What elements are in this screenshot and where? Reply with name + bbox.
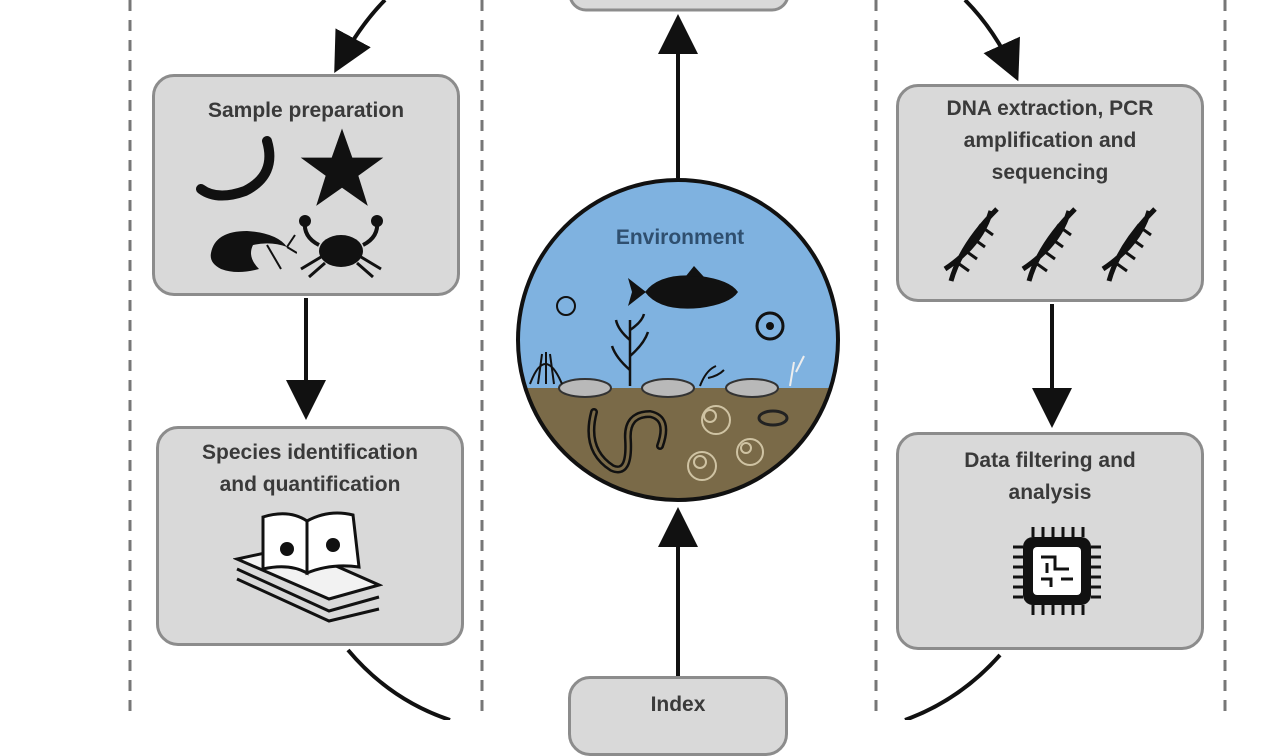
curved-connector bbox=[346, 648, 451, 720]
flow-diagram bbox=[128, 0, 1227, 720]
dna-icon bbox=[943, 207, 999, 282]
worm-icon bbox=[196, 136, 275, 201]
box-title: Sample preparation bbox=[207, 99, 405, 122]
plankton-icon bbox=[556, 296, 785, 341]
shrimp-icon bbox=[210, 231, 297, 272]
chip-icon bbox=[1013, 527, 1101, 615]
curved-connector bbox=[904, 653, 1002, 720]
environment-label: Environment bbox=[615, 226, 745, 249]
index-box: Index bbox=[568, 676, 788, 756]
shell-icon bbox=[529, 352, 563, 385]
starfish-icon bbox=[300, 128, 384, 206]
curved-arrow bbox=[963, 0, 1020, 82]
box-title: Index bbox=[650, 693, 706, 716]
coral-icon bbox=[789, 355, 805, 387]
species-identification-box: Species identification and quantificatio… bbox=[156, 426, 464, 646]
crab-icon bbox=[299, 215, 383, 279]
foraminifera-icon bbox=[687, 405, 789, 481]
curved-arrow bbox=[334, 0, 387, 74]
fish-icon bbox=[628, 266, 738, 309]
top-box bbox=[569, 0, 789, 12]
dna-icon bbox=[1021, 207, 1077, 282]
coral-icon bbox=[699, 365, 725, 387]
book-icon bbox=[233, 511, 383, 623]
data-filtering-box: Data filtering and analysis bbox=[896, 432, 1204, 650]
box-title: DNA extraction, PCR amplification and se… bbox=[946, 97, 1154, 184]
dna-icon bbox=[1101, 207, 1157, 282]
box-title: Species identification and quantificatio… bbox=[202, 441, 418, 496]
sample-preparation-box: Sample preparation bbox=[152, 74, 460, 296]
box-title: Data filtering and analysis bbox=[964, 449, 1136, 504]
seaweed-icon bbox=[610, 313, 650, 386]
dna-extraction-box: DNA extraction, PCR amplification and se… bbox=[896, 84, 1204, 302]
